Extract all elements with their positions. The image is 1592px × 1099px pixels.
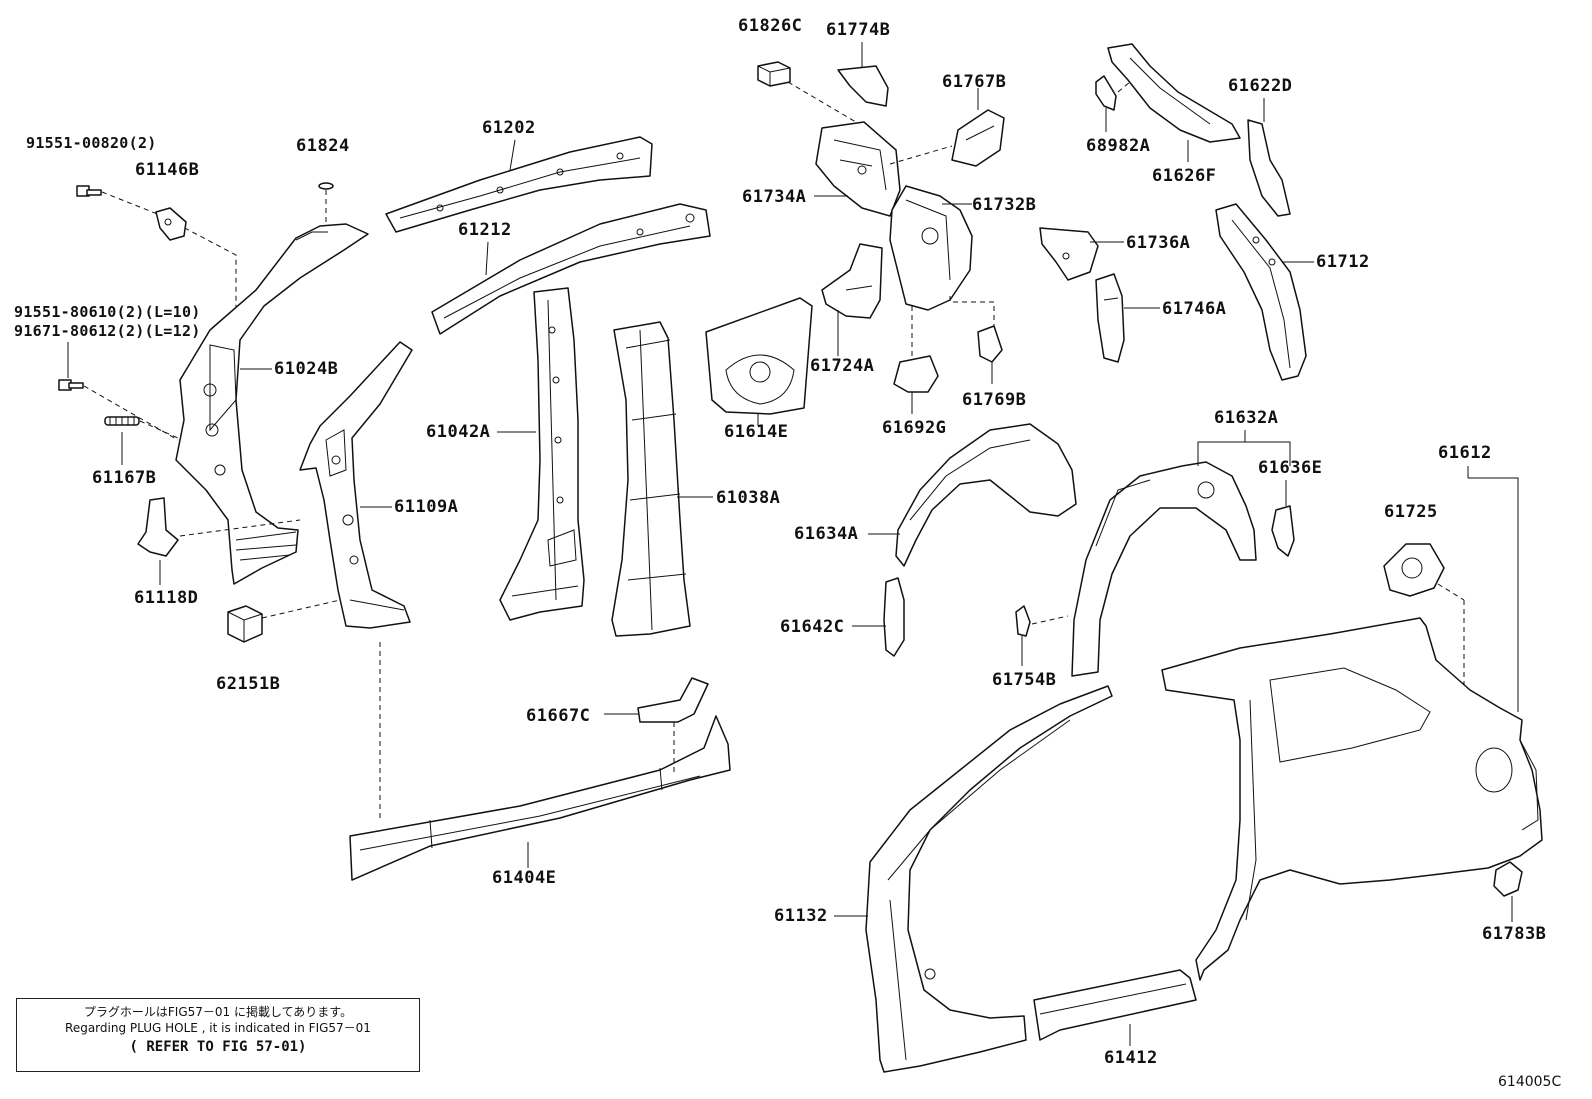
- label-68982A[interactable]: 68982A: [1086, 136, 1151, 156]
- panel-61614E[interactable]: [705, 297, 813, 415]
- label-61732B[interactable]: 61732B: [972, 195, 1037, 215]
- reinforcement-61109A[interactable]: [299, 341, 413, 629]
- label-91551-80610[interactable]: 91551-80610(2)(L=10): [14, 303, 201, 321]
- roof-rail-61212[interactable]: [431, 203, 711, 335]
- label-61636E[interactable]: 61636E: [1258, 458, 1323, 478]
- label-61769B[interactable]: 61769B: [962, 390, 1027, 410]
- seal-68982A[interactable]: [1095, 75, 1117, 111]
- bracket-61769B[interactable]: [977, 325, 1003, 363]
- rail-61626F[interactable]: [1107, 43, 1241, 143]
- label-61692G[interactable]: 61692G: [882, 418, 947, 438]
- label-61212[interactable]: 61212: [458, 220, 512, 240]
- clip-61167B[interactable]: [104, 416, 140, 426]
- bracket-61736A[interactable]: [1039, 227, 1099, 281]
- wheelhouse-outer-61632A[interactable]: [1071, 461, 1257, 677]
- label-61202[interactable]: 61202: [482, 118, 536, 138]
- center-pillar-61042A[interactable]: [499, 287, 585, 621]
- label-61622D[interactable]: 61622D: [1228, 76, 1293, 96]
- fuel-filler-base-61725[interactable]: [1383, 543, 1445, 597]
- grommet-61824[interactable]: [318, 182, 334, 190]
- bracket-61642C[interactable]: [883, 577, 905, 657]
- label-61725[interactable]: 61725: [1384, 502, 1438, 522]
- reinforcement-61667C[interactable]: [637, 677, 709, 723]
- pad-62151B[interactable]: [227, 605, 263, 643]
- note-english: Regarding PLUG HOLE , it is indicated in…: [65, 1021, 371, 1035]
- label-61024B[interactable]: 61024B: [274, 359, 339, 379]
- bracket-61746A[interactable]: [1095, 273, 1125, 363]
- label-61167B[interactable]: 61167B: [92, 468, 157, 488]
- extension-61734A[interactable]: [815, 121, 901, 217]
- pad-61783B[interactable]: [1493, 861, 1523, 897]
- label-61118D[interactable]: 61118D: [134, 588, 199, 608]
- label-61767B[interactable]: 61767B: [942, 72, 1007, 92]
- bracket-61146B[interactable]: [155, 207, 187, 241]
- note-japanese: プラグホールはFIG57－01 に掲載してあります。: [83, 1005, 353, 1019]
- center-pillar-61038A[interactable]: [611, 321, 691, 637]
- label-61632A[interactable]: 61632A: [1214, 408, 1279, 428]
- label-61734A[interactable]: 61734A: [742, 187, 807, 207]
- bracket-61692G[interactable]: [893, 355, 939, 393]
- plug-hole-note: プラグホールはFIG57－01 に掲載してあります。 Regarding PLU…: [16, 998, 420, 1072]
- bracket-61774B[interactable]: [837, 65, 889, 107]
- bolt-91551-00820[interactable]: [76, 185, 102, 197]
- bracket-61636E[interactable]: [1271, 505, 1295, 557]
- label-61642C[interactable]: 61642C: [780, 617, 845, 637]
- label-61712[interactable]: 61712: [1316, 252, 1370, 272]
- label-61774B[interactable]: 61774B: [826, 20, 891, 40]
- bracket-61767B[interactable]: [951, 109, 1005, 167]
- label-61724A[interactable]: 61724A: [810, 356, 875, 376]
- label-61146B[interactable]: 61146B: [135, 160, 200, 180]
- label-61824[interactable]: 61824: [296, 136, 350, 156]
- note-refer[interactable]: ( REFER TO FIG 57-01): [129, 1039, 307, 1055]
- label-61132[interactable]: 61132: [774, 906, 828, 926]
- label-61634A[interactable]: 61634A: [794, 524, 859, 544]
- pad-61826C[interactable]: [757, 61, 791, 87]
- label-61612[interactable]: 61612: [1438, 443, 1492, 463]
- rocker-panel-61404E[interactable]: [349, 715, 731, 881]
- sill-61412[interactable]: [1033, 969, 1197, 1041]
- label-61826C[interactable]: 61826C: [738, 16, 803, 36]
- label-61736A[interactable]: 61736A: [1126, 233, 1191, 253]
- side-outer-61132[interactable]: [865, 685, 1113, 1073]
- bolt-91551-80610[interactable]: [58, 379, 84, 391]
- bracket-61724A[interactable]: [821, 243, 883, 319]
- label-61042A[interactable]: 61042A: [426, 422, 491, 442]
- label-61754B[interactable]: 61754B: [992, 670, 1057, 690]
- label-61614E[interactable]: 61614E: [724, 422, 789, 442]
- label-91551-00820[interactable]: 91551-00820(2): [26, 134, 157, 152]
- label-91671-80612[interactable]: 91671-80612(2)(L=12): [14, 322, 201, 340]
- front-pillar-61024B[interactable]: [175, 223, 369, 585]
- figure-id: 614005C: [1498, 1074, 1562, 1090]
- bracket-61118D[interactable]: [137, 497, 179, 557]
- label-61038A[interactable]: 61038A: [716, 488, 781, 508]
- wheelhouse-inner-61634A[interactable]: [895, 423, 1077, 567]
- clip-61754B[interactable]: [1015, 605, 1031, 637]
- label-61626F[interactable]: 61626F: [1152, 166, 1217, 186]
- quarter-panel-61612[interactable]: [1161, 617, 1543, 981]
- label-62151B[interactable]: 62151B: [216, 674, 281, 694]
- label-61109A[interactable]: 61109A: [394, 497, 459, 517]
- pillar-61712[interactable]: [1215, 203, 1307, 381]
- bracket-61622D[interactable]: [1247, 119, 1291, 217]
- label-61404E[interactable]: 61404E: [492, 868, 557, 888]
- label-61667C[interactable]: 61667C: [526, 706, 591, 726]
- wheelhouse-61732B[interactable]: [889, 185, 973, 311]
- label-61412[interactable]: 61412: [1104, 1048, 1158, 1068]
- label-61746A[interactable]: 61746A: [1162, 299, 1227, 319]
- roof-rail-61202[interactable]: [385, 136, 653, 233]
- label-61783B[interactable]: 61783B: [1482, 924, 1547, 944]
